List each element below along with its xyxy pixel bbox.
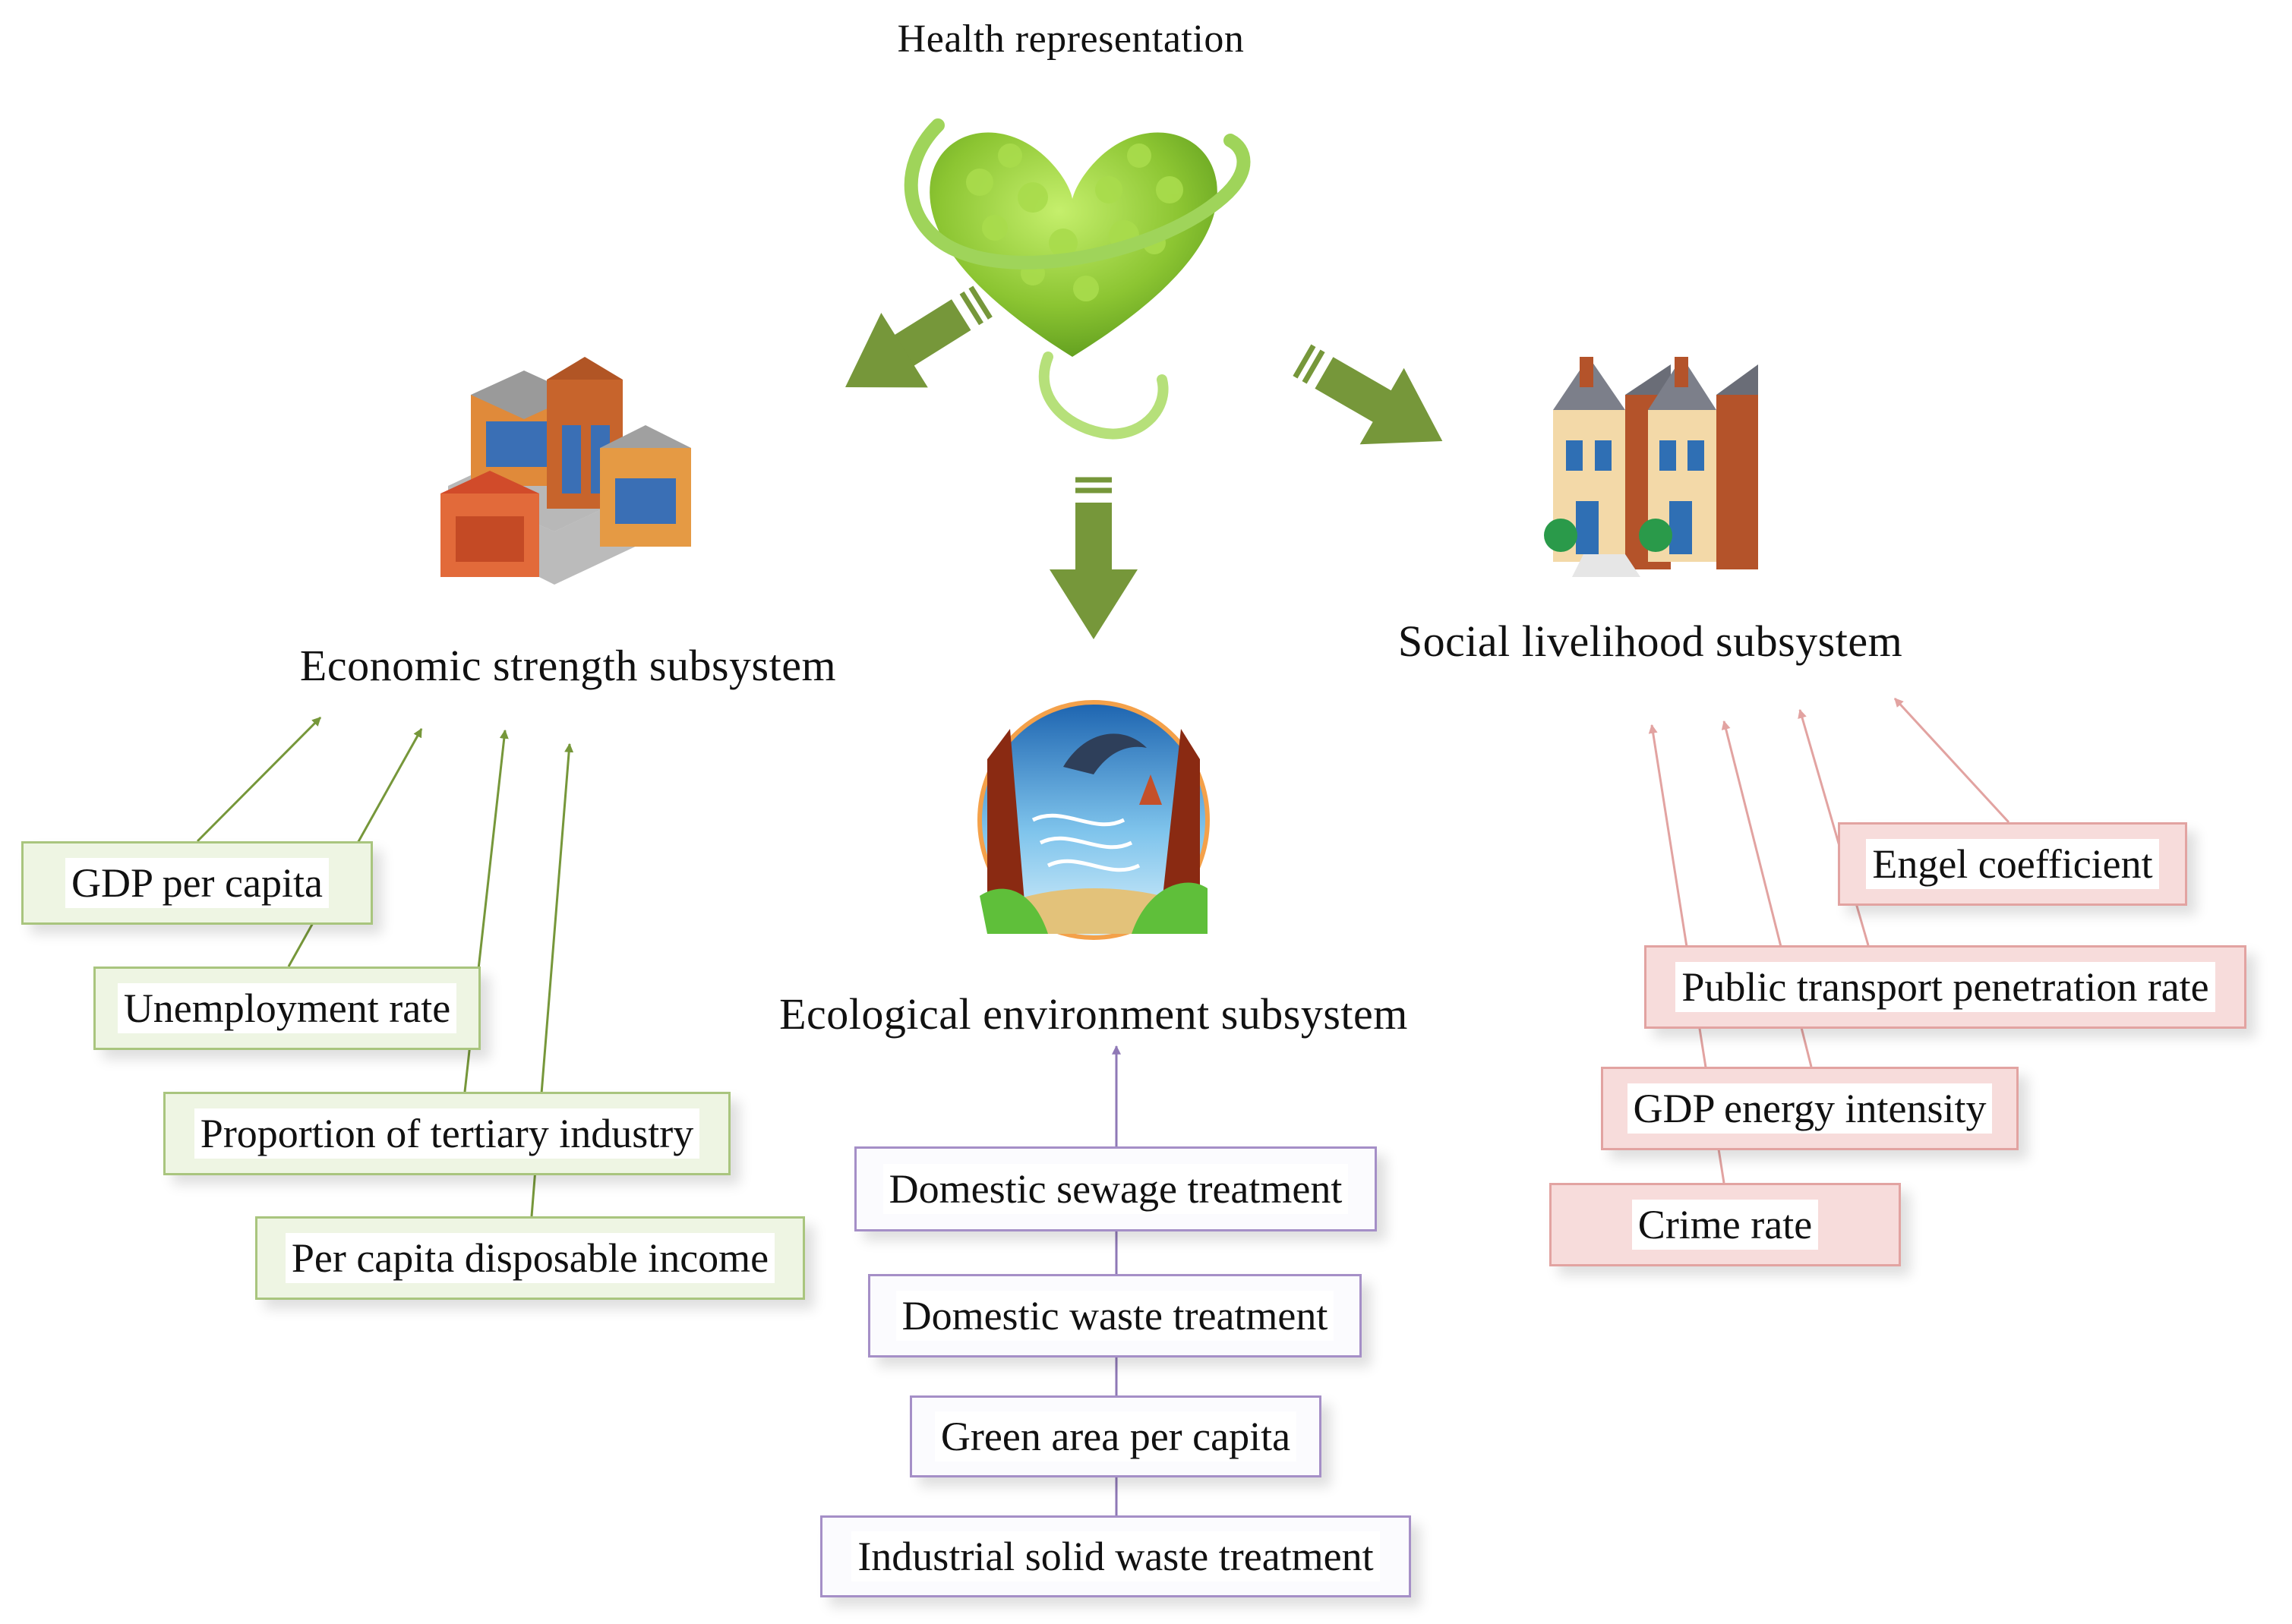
arrow-to-ecological bbox=[1050, 477, 1138, 639]
indicator-waste-treatment: Domestic waste treatment bbox=[868, 1274, 1362, 1358]
indicator-tertiary-industry: Proportion of tertiary industry bbox=[163, 1092, 731, 1175]
indicator-public-transport: Public transport penetration rate bbox=[1644, 945, 2246, 1029]
indicator-engel-coefficient: Engel coefficient bbox=[1838, 822, 2187, 906]
connector-engel-coefficient bbox=[1893, 697, 2010, 824]
arrow-to-social bbox=[1293, 344, 1443, 445]
indicator-unemployment-rate: Unemployment rate bbox=[93, 967, 481, 1050]
indicator-energy-intensity: GDP energy intensity bbox=[1601, 1067, 2019, 1150]
leafy-heart-icon bbox=[904, 118, 1251, 440]
connector-gdp-per-capita bbox=[196, 716, 322, 843]
ecological-subsystem-label: Ecological environment subsystem bbox=[779, 989, 1408, 1039]
indicator-industrial-waste: Industrial solid waste treatment bbox=[820, 1515, 1411, 1597]
indicator-disposable-income: Per capita disposable income bbox=[255, 1216, 805, 1300]
economic-subsystem-label: Economic strength subsystem bbox=[299, 641, 837, 690]
dolphin-lake-icon bbox=[977, 700, 1210, 940]
indicator-gdp-per-capita: GDP per capita bbox=[21, 841, 373, 925]
arrow-to-economic bbox=[845, 285, 993, 388]
connector-public-transport bbox=[1798, 708, 1870, 946]
health-representation-title: Health representation bbox=[897, 17, 1245, 61]
shop-buildings-icon bbox=[440, 357, 691, 585]
social-subsystem-label: Social livelihood subsystem bbox=[1397, 616, 1903, 666]
indicator-green-area: Green area per capita bbox=[910, 1395, 1321, 1477]
townhouses-icon bbox=[1544, 357, 1758, 577]
indicator-sewage-treatment: Domestic sewage treatment bbox=[854, 1146, 1377, 1231]
indicator-crime-rate: Crime rate bbox=[1549, 1183, 1901, 1266]
